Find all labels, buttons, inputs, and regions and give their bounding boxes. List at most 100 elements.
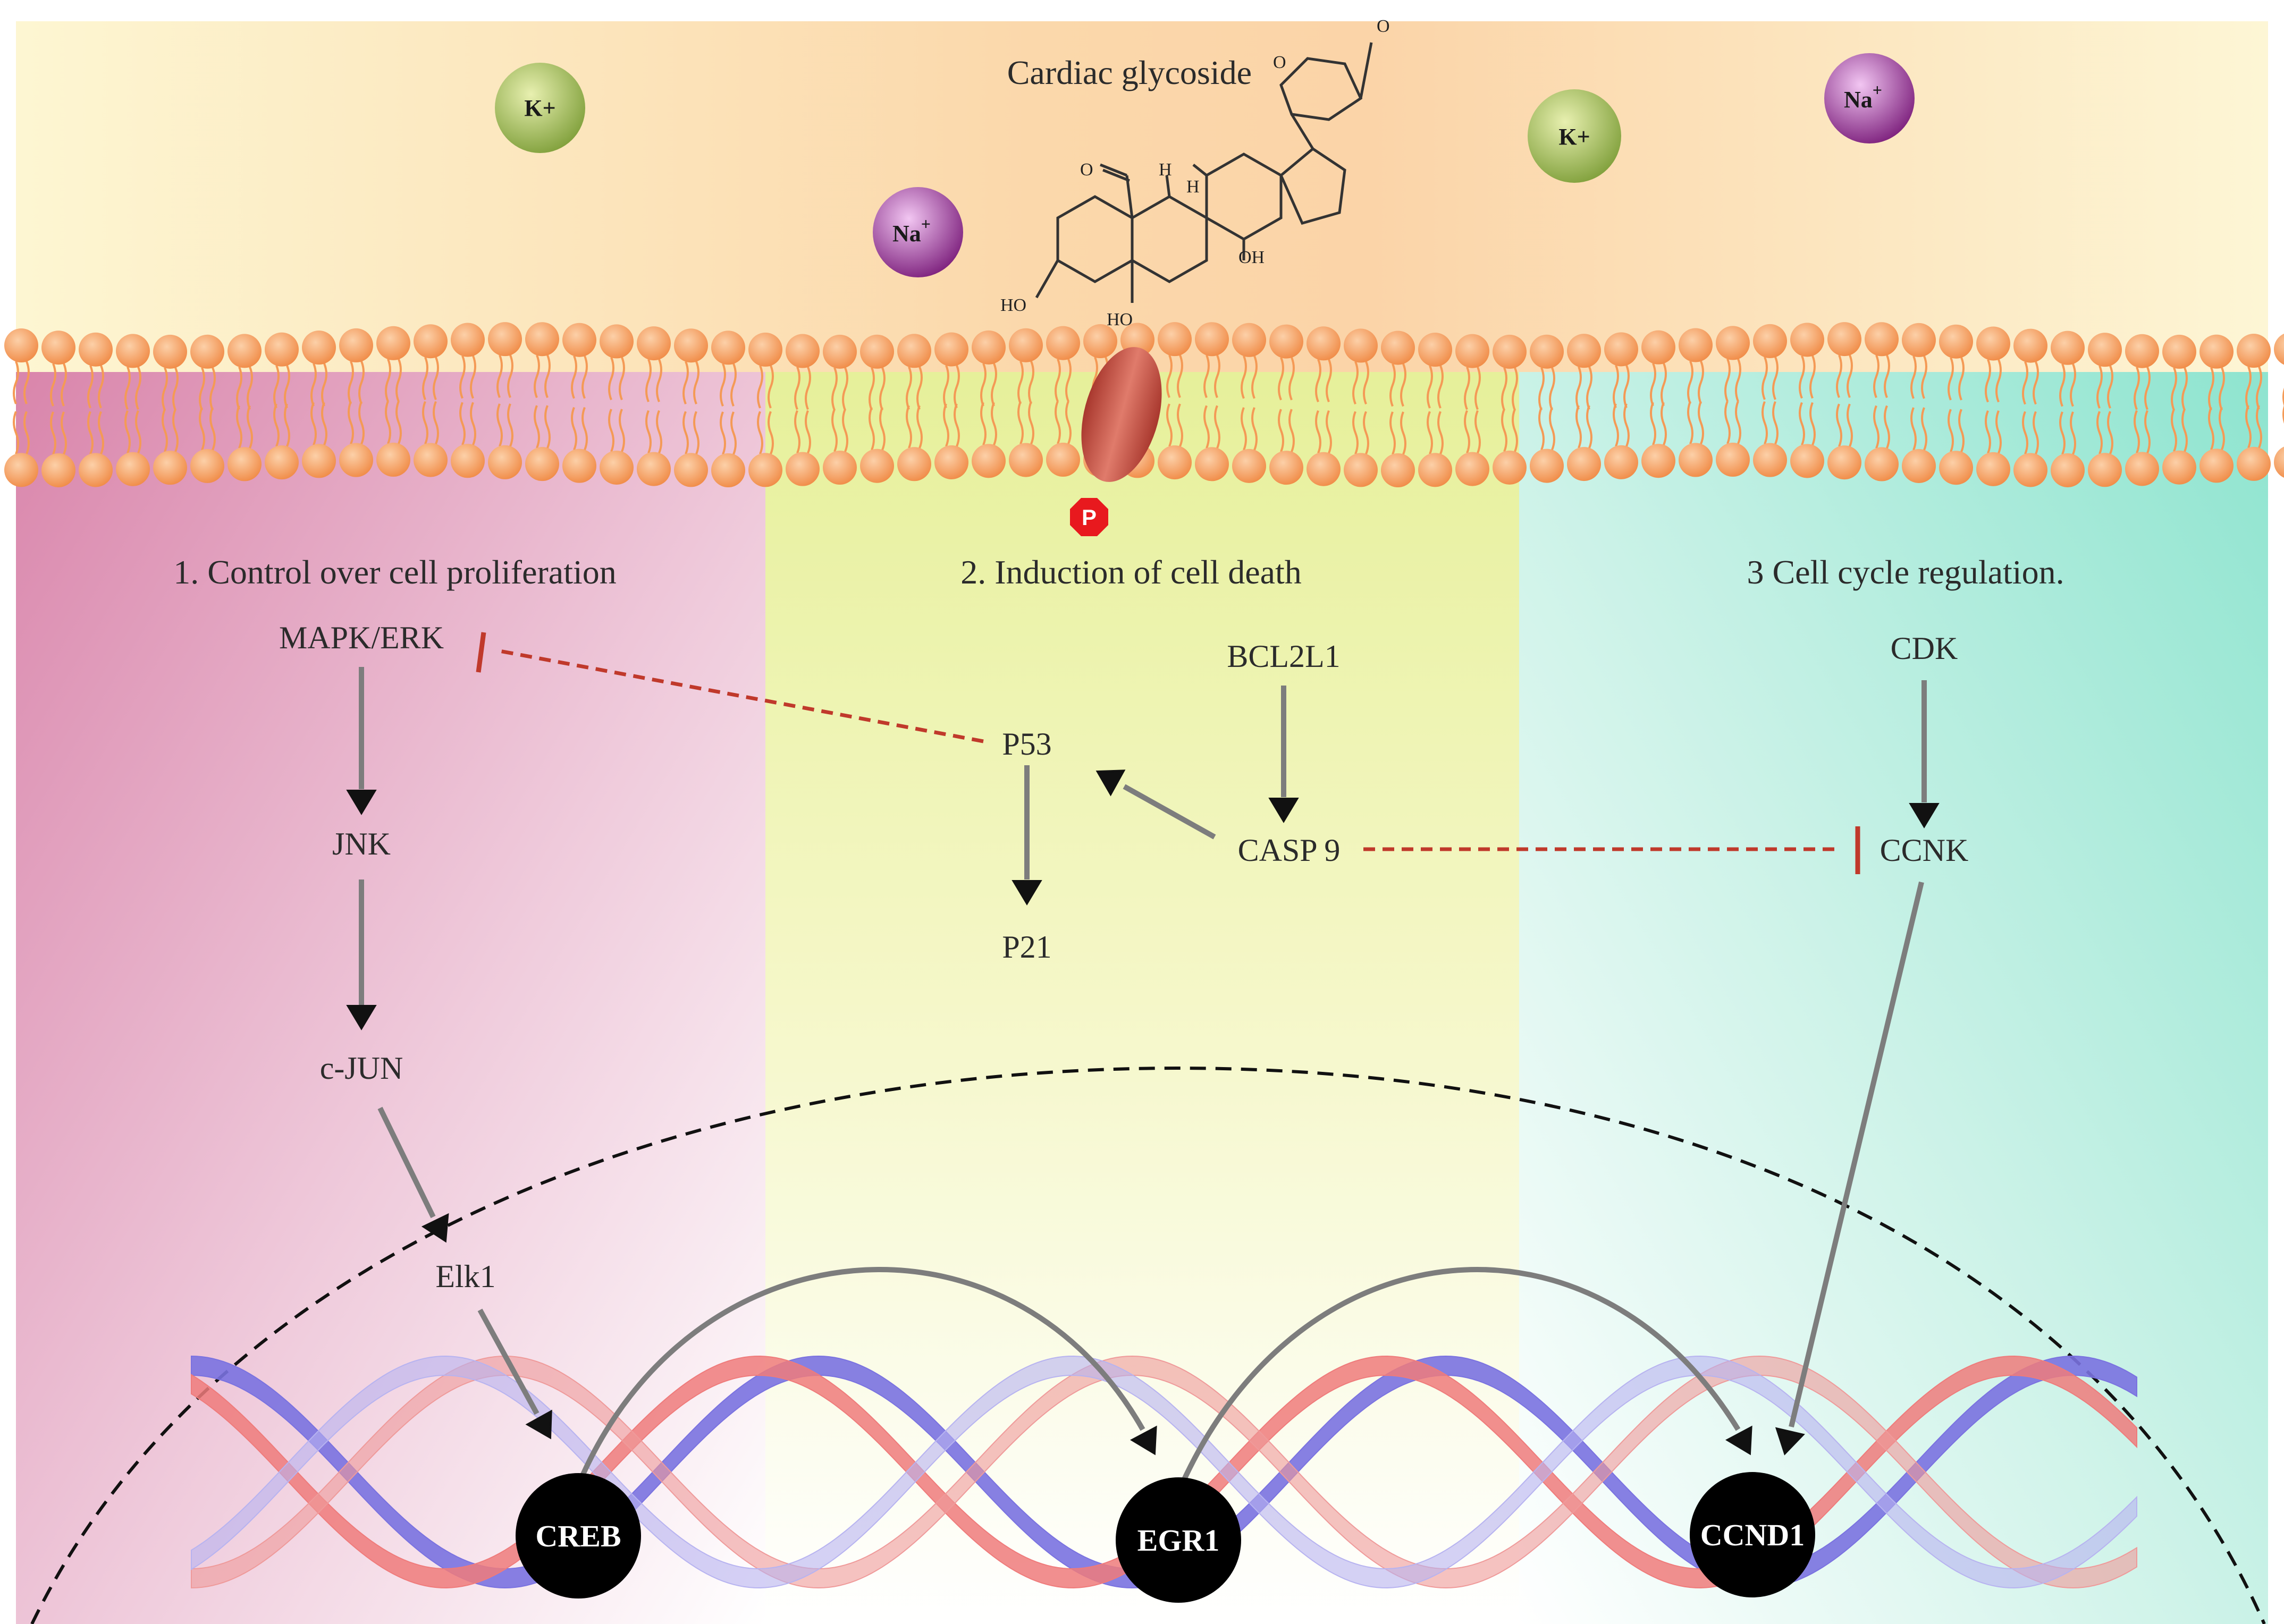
protein-mapk-erk: MAPK/ERK (279, 620, 444, 655)
lipid-tail (348, 361, 354, 404)
lipid-tail (1613, 403, 1619, 447)
arrowhead-cjun (346, 1005, 377, 1030)
lipid-head (2013, 453, 2047, 487)
lipid-tail (1464, 366, 1470, 410)
phosphorylation-site: P (1070, 498, 1108, 536)
arrowhead-p53 (1095, 769, 1126, 797)
lipid-tail (1910, 356, 1917, 399)
lipid-tail (162, 367, 168, 411)
lipid-tail (1575, 366, 1582, 410)
lipid-tail (2107, 411, 2113, 455)
lipid-tail (1214, 405, 1220, 449)
lipid-tail (1586, 366, 1592, 410)
sodium-ion-1: Na+ (873, 187, 963, 277)
svg-text:K+: K+ (524, 95, 555, 121)
lipid-tail (1948, 357, 1954, 401)
protein-p53: P53 (1002, 726, 1051, 762)
lipid-tail (1028, 401, 1034, 445)
lipid-tail (247, 366, 253, 410)
lipid-tail (23, 411, 30, 455)
lipid-tail (209, 407, 216, 451)
lipid-tail (656, 410, 662, 454)
lipid-head (488, 322, 522, 357)
lipid-head (265, 332, 299, 367)
lipid-tail (842, 367, 848, 411)
section-title-cell-death: 2. Induction of cell death (960, 553, 1302, 591)
activation-arrows (359, 667, 1927, 1484)
lipid-tail (720, 363, 726, 407)
lipid-head (376, 443, 410, 477)
gene-node-egr1: EGR1 (1116, 1477, 1241, 1603)
lipid-head (1790, 444, 1824, 478)
lipid-head (1344, 328, 1378, 363)
lipid-tail (1177, 403, 1183, 447)
lipid-tail (2134, 366, 2140, 410)
lipid-head (4, 328, 38, 362)
lipid-tail (2144, 366, 2151, 410)
lipid-head (1679, 443, 1713, 477)
svg-text:OH: OH (1238, 248, 1265, 267)
lipid-tail (906, 405, 912, 449)
lipid-head (1046, 326, 1080, 360)
lipid-head (414, 443, 448, 477)
lipid-tail (2208, 367, 2214, 411)
arrowhead-ccnk (1909, 803, 1940, 828)
lipid-tail (2096, 411, 2103, 455)
lipid-tail (1772, 357, 1779, 400)
lipid-tail (1958, 409, 1965, 452)
lipid-tail (236, 366, 242, 410)
lipid-tail (1836, 403, 1842, 447)
lipid-head (748, 453, 782, 487)
lipid-tail (1389, 411, 1396, 455)
lipid-tail (534, 405, 540, 449)
lipid-tail (98, 411, 104, 455)
lipid-tail (794, 410, 800, 454)
lipid-tail (619, 357, 625, 401)
arrow-creb-egr1 (577, 1267, 1145, 1484)
lipid-head (600, 450, 634, 485)
lipid-tail (534, 354, 540, 398)
lipid-head (414, 324, 448, 359)
lipid-tail (1772, 401, 1779, 445)
lipid-head (116, 334, 150, 368)
lipid-tail (2096, 365, 2103, 409)
protein-bcl2l1: BCL2L1 (1227, 639, 1340, 674)
lipid-tail (124, 410, 131, 454)
lipid-head (1902, 449, 1936, 483)
lipid-head (525, 447, 559, 481)
lipid-tail (842, 409, 848, 452)
lipid-tail (1724, 401, 1731, 444)
lipid-head (79, 332, 113, 367)
lipid-head (451, 444, 485, 478)
lipid-tail (1166, 403, 1173, 447)
lipid-tail (1352, 361, 1359, 405)
svg-text:Na+: Na+ (892, 214, 931, 247)
lipid-tail (1799, 402, 1805, 446)
lipid-head (1604, 445, 1638, 479)
lipid-head (2274, 333, 2284, 365)
lipid-head (265, 445, 299, 480)
lipid-head (2199, 449, 2234, 483)
lipid-tail (236, 405, 242, 449)
lipid-head (190, 334, 224, 369)
lipid-tail (1512, 409, 1518, 452)
lipid-head (1232, 449, 1266, 483)
lipid-tail (1538, 407, 1545, 451)
lipid-tail (1661, 362, 1667, 407)
lipid-tail (172, 409, 179, 452)
arrowhead-jnk (346, 790, 377, 815)
lipid-head (1827, 445, 1861, 480)
arrow-egr1-ccnd1 (1180, 1267, 1741, 1484)
lipid-head (562, 323, 596, 357)
lipid-tail (1427, 411, 1433, 455)
lipid-head (897, 334, 931, 368)
lipid-head (1493, 334, 1527, 369)
lipid-head (2162, 450, 2196, 485)
lipid-tail (1687, 360, 1693, 404)
arrowhead-creb (525, 1409, 552, 1440)
lipid-tail (2171, 367, 2177, 411)
lipid-tail (433, 401, 439, 445)
lipid-head (1865, 447, 1899, 481)
lipid-tail (1241, 407, 1247, 451)
